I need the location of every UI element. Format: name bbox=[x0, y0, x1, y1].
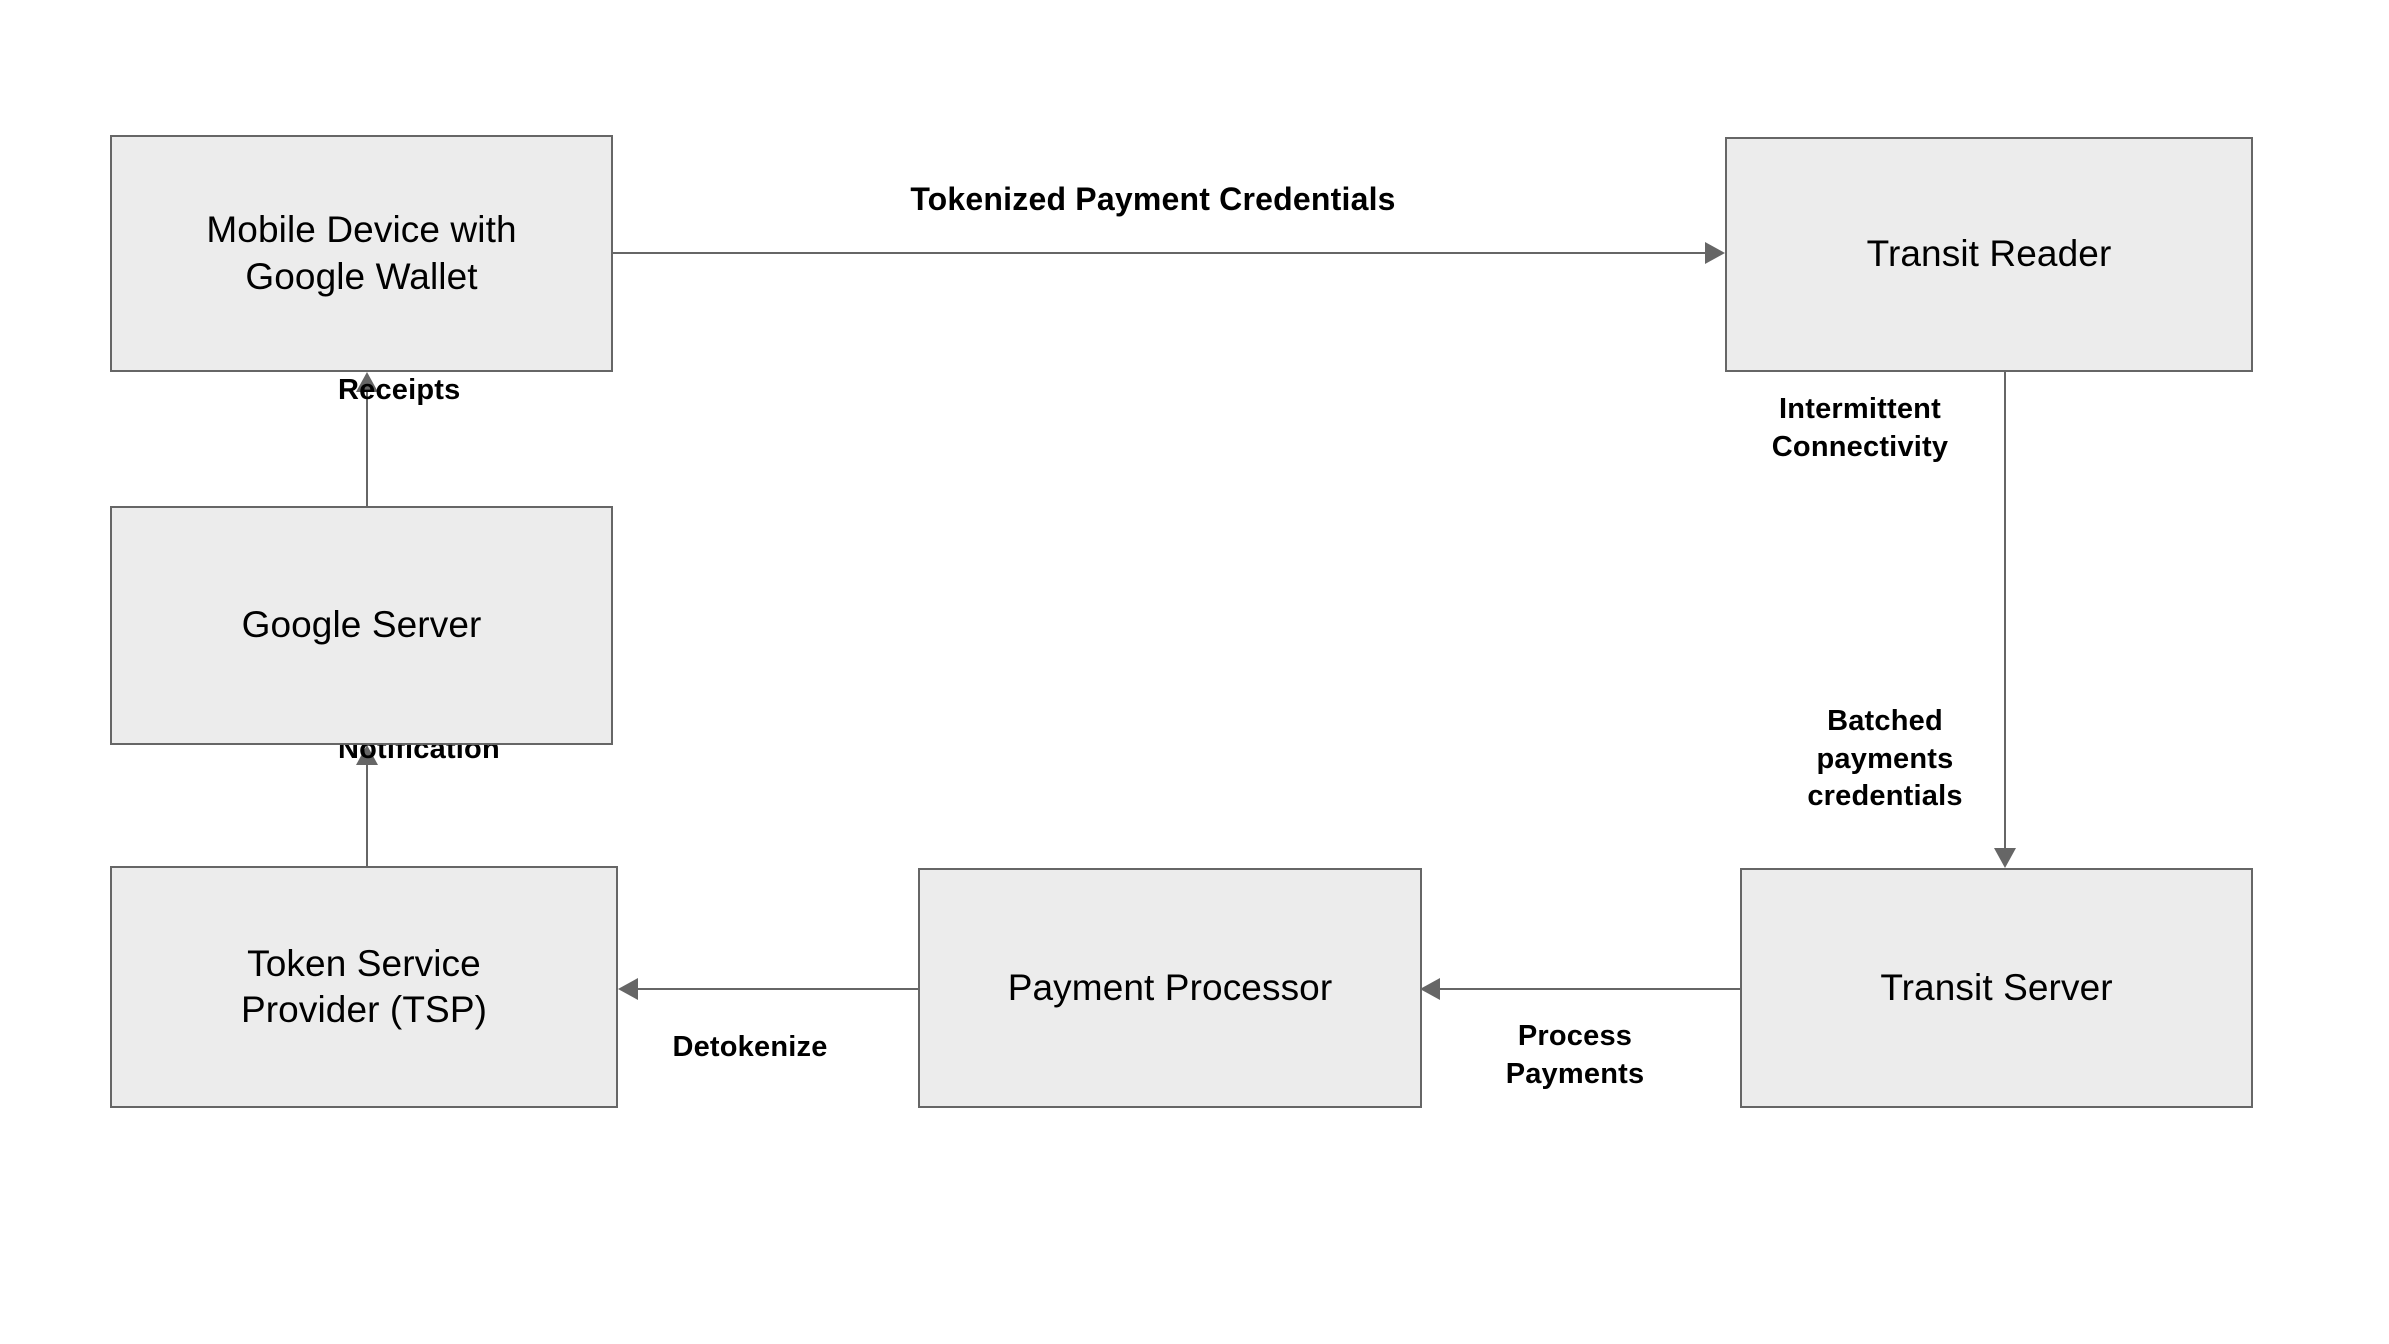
edge-notification-receipts-arrowhead bbox=[356, 372, 378, 392]
node-label: Google Server bbox=[241, 604, 482, 646]
node-label: Transit Server bbox=[1880, 966, 2113, 1008]
node-mobile-device-with-google-wallet[interactable]: Mobile Device with Google Wallet bbox=[110, 135, 613, 372]
edge-process-payments-line bbox=[1440, 988, 1740, 990]
node-label: Mobile Device with Google Wallet bbox=[206, 209, 517, 297]
edge-tokenized-credentials-arrowhead bbox=[1705, 242, 1725, 264]
edge-label-process-payments: Process Payments bbox=[1505, 1020, 1645, 1090]
node-label: Token Service Provider (TSP) bbox=[240, 942, 488, 1030]
node-transit-reader[interactable]: Transit Reader bbox=[1725, 137, 2253, 372]
edge-transit-reader-to-server-line bbox=[2004, 372, 2006, 848]
edge-process-payments-arrowhead bbox=[1420, 978, 1440, 1000]
edge-detokenize-arrowhead bbox=[618, 978, 638, 1000]
edge-label-tokenized-payment-credentials: Tokenized Payment Credentials bbox=[910, 181, 1396, 217]
edge-label-batched-payments-credentials: Batched payments credentials bbox=[1807, 705, 1963, 813]
edge-detokenize-line bbox=[638, 988, 918, 990]
edge-tokenized-credentials-line bbox=[613, 252, 1705, 254]
node-payment-processor[interactable]: Payment Processor bbox=[918, 868, 1422, 1108]
node-google-server[interactable]: Google Server bbox=[110, 506, 613, 745]
edge-transit-reader-to-server-arrowhead bbox=[1994, 848, 2016, 868]
node-token-service-provider[interactable]: Token Service Provider (TSP) bbox=[110, 866, 618, 1108]
node-label: Payment Processor bbox=[1007, 966, 1333, 1008]
edge-transaction-notification-arrowhead bbox=[356, 745, 378, 765]
edge-label-detokenize: Detokenize bbox=[672, 1031, 828, 1063]
node-label: Transit Reader bbox=[1866, 233, 2112, 275]
edge-transaction-notification-line bbox=[366, 765, 368, 866]
edge-notification-receipts-line bbox=[366, 392, 368, 506]
edge-label-intermittent-connectivity: Intermittent Connectivity bbox=[1771, 393, 1949, 463]
node-transit-server[interactable]: Transit Server bbox=[1740, 868, 2253, 1108]
